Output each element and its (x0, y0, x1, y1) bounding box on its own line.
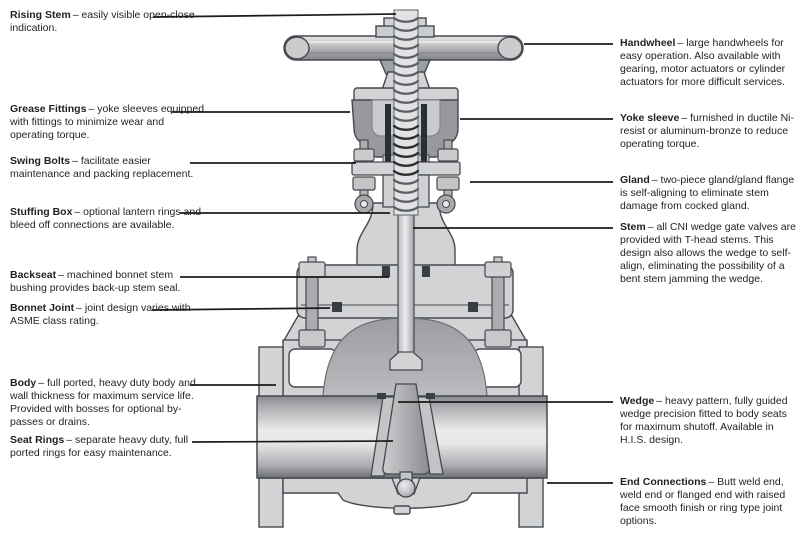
backseat-bushing (382, 266, 390, 277)
label-term: Wedge (620, 395, 655, 407)
label-term: Body (10, 377, 37, 389)
label-term: Rising Stem (10, 9, 71, 21)
label-swing-bolts: Swing Bolts– facilitate easier maintenan… (10, 155, 208, 181)
stuffing-box-art (385, 104, 427, 178)
label-stem: Stem– all CNI wedge gate valves are prov… (620, 221, 796, 286)
leader-bonnet-joint (151, 307, 331, 311)
label-term: Bonnet Joint (10, 302, 75, 314)
label-term: Yoke sleeve (620, 112, 680, 124)
label-term: Stem (620, 221, 646, 233)
label-desc: – full ported, heavy duty body and wall … (10, 377, 196, 428)
label-term: Gland (620, 174, 650, 186)
label-term: End Connections (620, 476, 707, 488)
label-desc: – joint design varies with ASME class ra… (10, 302, 191, 327)
label-term: Swing Bolts (10, 155, 71, 167)
swing-bolts-art (352, 139, 460, 214)
bonnet-studs-art (298, 256, 512, 348)
label-desc: – two-piece gland/gland flange is self-a… (620, 174, 795, 212)
bonnet-joint-gasket (332, 302, 342, 312)
wedge-art (382, 344, 430, 498)
label-desc: – separate heavy duty, full ported rings… (10, 434, 189, 459)
label-term: Stuffing Box (10, 206, 73, 218)
leader-rising-stem (152, 13, 397, 18)
label-desc: – machined bonnet stem bushing provides … (10, 269, 181, 294)
label-term: Seat Rings (10, 434, 65, 446)
label-seat-rings: Seat Rings– separate heavy duty, full po… (10, 434, 208, 460)
label-term: Grease Fittings (10, 103, 87, 115)
label-desc: – furnished in ductile Ni-resist or alum… (620, 112, 794, 150)
label-gland: Gland– two-piece gland/gland flange is s… (620, 174, 796, 213)
label-bonnet-joint: Bonnet Joint– joint design varies with A… (10, 302, 208, 328)
label-desc: – easily visible open-close indication. (10, 9, 195, 34)
label-backseat: Backseat– machined bonnet stem bushing p… (10, 269, 208, 295)
label-yoke-sleeve: Yoke sleeve– furnished in ductile Ni-res… (620, 112, 796, 151)
label-desc: – Butt weld end, weld end or flanged end… (620, 476, 786, 527)
label-body: Body– full ported, heavy duty body and w… (10, 377, 208, 429)
label-rising-stem: Rising Stem– easily visible open-close i… (10, 9, 208, 35)
label-desc: – optional lantern rings and bleed off c… (10, 206, 202, 231)
label-desc: – all CNI wedge gate valves are provided… (620, 221, 796, 285)
leader-lines (151, 13, 613, 484)
leader-seat-rings (191, 440, 394, 443)
label-term: Handwheel (620, 37, 676, 49)
label-desc: – large handwheels for easy operation. A… (620, 37, 786, 88)
label-stuffing-box: Stuffing Box– optional lantern rings and… (10, 206, 208, 232)
label-grease-fittings: Grease Fittings– yoke sleeves equipped w… (10, 103, 208, 142)
label-handwheel: Handwheel– large handwheels for easy ope… (620, 37, 796, 89)
label-desc: – heavy pattern, fully guided wedge prec… (620, 395, 788, 446)
label-term: Backseat (10, 269, 57, 281)
seat-rings-art (370, 393, 444, 477)
rising-stem-art (392, 9, 420, 216)
label-wedge: Wedge– heavy pattern, fully guided wedge… (620, 395, 796, 447)
label-end-connections: End Connections– Butt weld end, weld end… (620, 476, 796, 528)
label-desc: – facilitate easier maintenance and pack… (10, 155, 194, 180)
label-desc: – yoke sleeves equipped with fittings to… (10, 103, 205, 141)
wedge-ball-tip (396, 478, 416, 498)
